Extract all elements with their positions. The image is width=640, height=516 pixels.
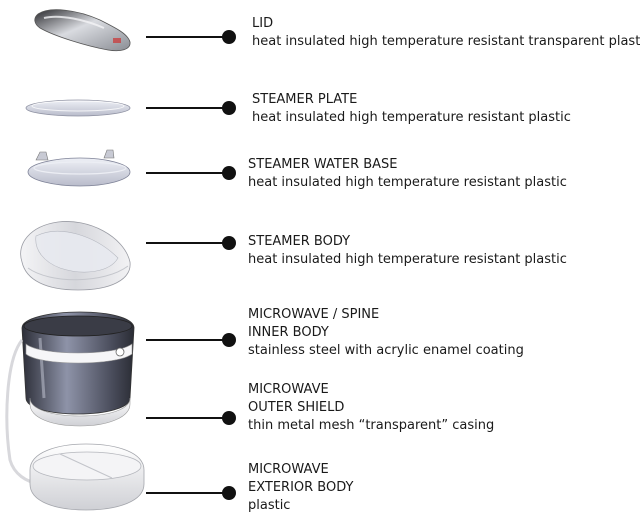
microwave-inner-body-part xyxy=(21,311,135,415)
lid-part xyxy=(34,9,131,52)
component-material: plastic xyxy=(248,498,291,513)
callout-dot xyxy=(222,486,236,500)
leader-line xyxy=(146,36,230,38)
callout-dot xyxy=(222,411,236,425)
label-microwave-outer-shield: MICROWAVE OUTER SHIELD thin metal mesh “… xyxy=(248,381,494,435)
component-name-line1: MICROWAVE xyxy=(248,462,329,477)
leader-line xyxy=(146,242,230,244)
leader-line xyxy=(146,107,230,109)
steamer-water-base-part xyxy=(27,149,131,187)
microwave-outer-shield-part xyxy=(5,339,131,486)
component-name-line2: OUTER SHIELD xyxy=(248,400,345,415)
component-name: STEAMER WATER BASE xyxy=(248,157,398,172)
label-steamer-body: STEAMER BODY heat insulated high tempera… xyxy=(248,233,567,269)
microwave-exterior-body-part xyxy=(29,443,145,511)
component-material: heat insulated high temperature resistan… xyxy=(248,175,567,190)
component-material: heat insulated high temperature resistan… xyxy=(248,252,567,267)
component-material: heat insulated high temperature resistan… xyxy=(252,110,571,125)
component-name: STEAMER BODY xyxy=(248,234,351,249)
label-microwave-exterior-body: MICROWAVE EXTERIOR BODY plastic xyxy=(248,461,353,515)
component-material: stainless steel with acrylic enamel coat… xyxy=(248,343,524,358)
callout-dot xyxy=(222,101,236,115)
callout-dot xyxy=(222,236,236,250)
label-steamer-plate: STEAMER PLATE heat insulated high temper… xyxy=(252,91,571,127)
label-lid: LID heat insulated high temperature resi… xyxy=(252,15,640,51)
label-steamer-water-base: STEAMER WATER BASE heat insulated high t… xyxy=(248,156,567,192)
component-name-line1: MICROWAVE xyxy=(248,382,329,397)
component-material: thin metal mesh “transparent” casing xyxy=(248,418,495,433)
callout-dot xyxy=(222,30,236,44)
component-name: LID xyxy=(252,16,274,31)
steamer-plate-part xyxy=(25,99,131,117)
steamer-body-part xyxy=(20,221,131,291)
leader-line xyxy=(146,417,230,419)
callout-dot xyxy=(222,166,236,180)
component-name-line1: MICROWAVE / SPINE xyxy=(248,307,380,322)
leader-line xyxy=(146,492,230,494)
leader-line xyxy=(146,172,230,174)
component-name: STEAMER PLATE xyxy=(252,92,358,107)
callout-dot xyxy=(222,333,236,347)
label-microwave-inner-body: MICROWAVE / SPINE INNER BODY stainless s… xyxy=(248,306,524,360)
component-name-line2: EXTERIOR BODY xyxy=(248,480,354,495)
component-material: heat insulated high temperature resistan… xyxy=(252,34,640,49)
component-name-line2: INNER BODY xyxy=(248,325,329,340)
leader-line xyxy=(146,339,230,341)
